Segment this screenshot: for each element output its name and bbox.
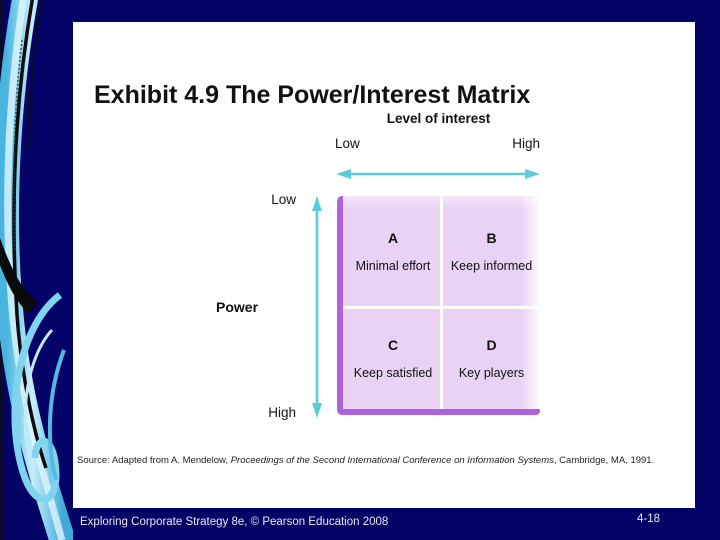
slide-title: Exhibit 4.9 The Power/Interest Matrix: [94, 80, 531, 109]
decorative-swirl-art: [0, 0, 73, 540]
footer-page-number: 4-18: [637, 513, 661, 525]
quadrant-b: B Keep informed: [443, 196, 540, 308]
footer-book-credit: Exploring Corporate Strategy 8e, © Pears…: [80, 516, 389, 528]
power-low-label: Low: [271, 192, 296, 207]
interest-low-label: Low: [335, 136, 360, 151]
matrix-vertical-divider: [440, 196, 443, 409]
quadrant-c-letter: C: [387, 336, 399, 353]
quadrant-c: C Keep satisfied: [343, 308, 443, 409]
interest-axis-title: Level of interest: [386, 111, 491, 126]
quadrant-d-letter: D: [486, 336, 497, 353]
power-interest-matrix: A Minimal effort B Keep informed C Keep …: [337, 196, 540, 415]
quadrant-a: A Minimal effort: [343, 196, 443, 308]
vertical-double-arrow-icon: [312, 196, 322, 418]
interest-high-label: High: [512, 136, 540, 151]
power-high-label: High: [268, 405, 296, 420]
matrix-quadrants: A Minimal effort B Keep informed C Keep …: [343, 196, 540, 409]
quadrant-a-label: Minimal effort: [355, 259, 431, 274]
quadrant-c-label: Keep satisfied: [353, 365, 433, 380]
quadrant-b-letter: B: [486, 230, 497, 247]
source-suffix: , Cambridge, MA, 1991.: [553, 455, 655, 466]
matrix-horizontal-divider: [343, 306, 540, 309]
source-prefix: Source: Adapted from A. Mendelow,: [77, 455, 231, 466]
interest-axis-ends: Low High: [335, 136, 540, 151]
source-citation: Source: Adapted from A. Mendelow, Procee…: [77, 455, 691, 466]
source-italic-title: Proceedings of the Second International …: [230, 455, 554, 466]
quadrant-d-label: Key players: [458, 365, 525, 380]
quadrant-b-label: Keep informed: [450, 259, 533, 274]
horizontal-double-arrow-icon: [336, 169, 540, 179]
power-axis-title: Power: [216, 299, 259, 315]
quadrant-a-letter: A: [387, 230, 399, 247]
quadrant-d: D Key players: [443, 308, 540, 409]
